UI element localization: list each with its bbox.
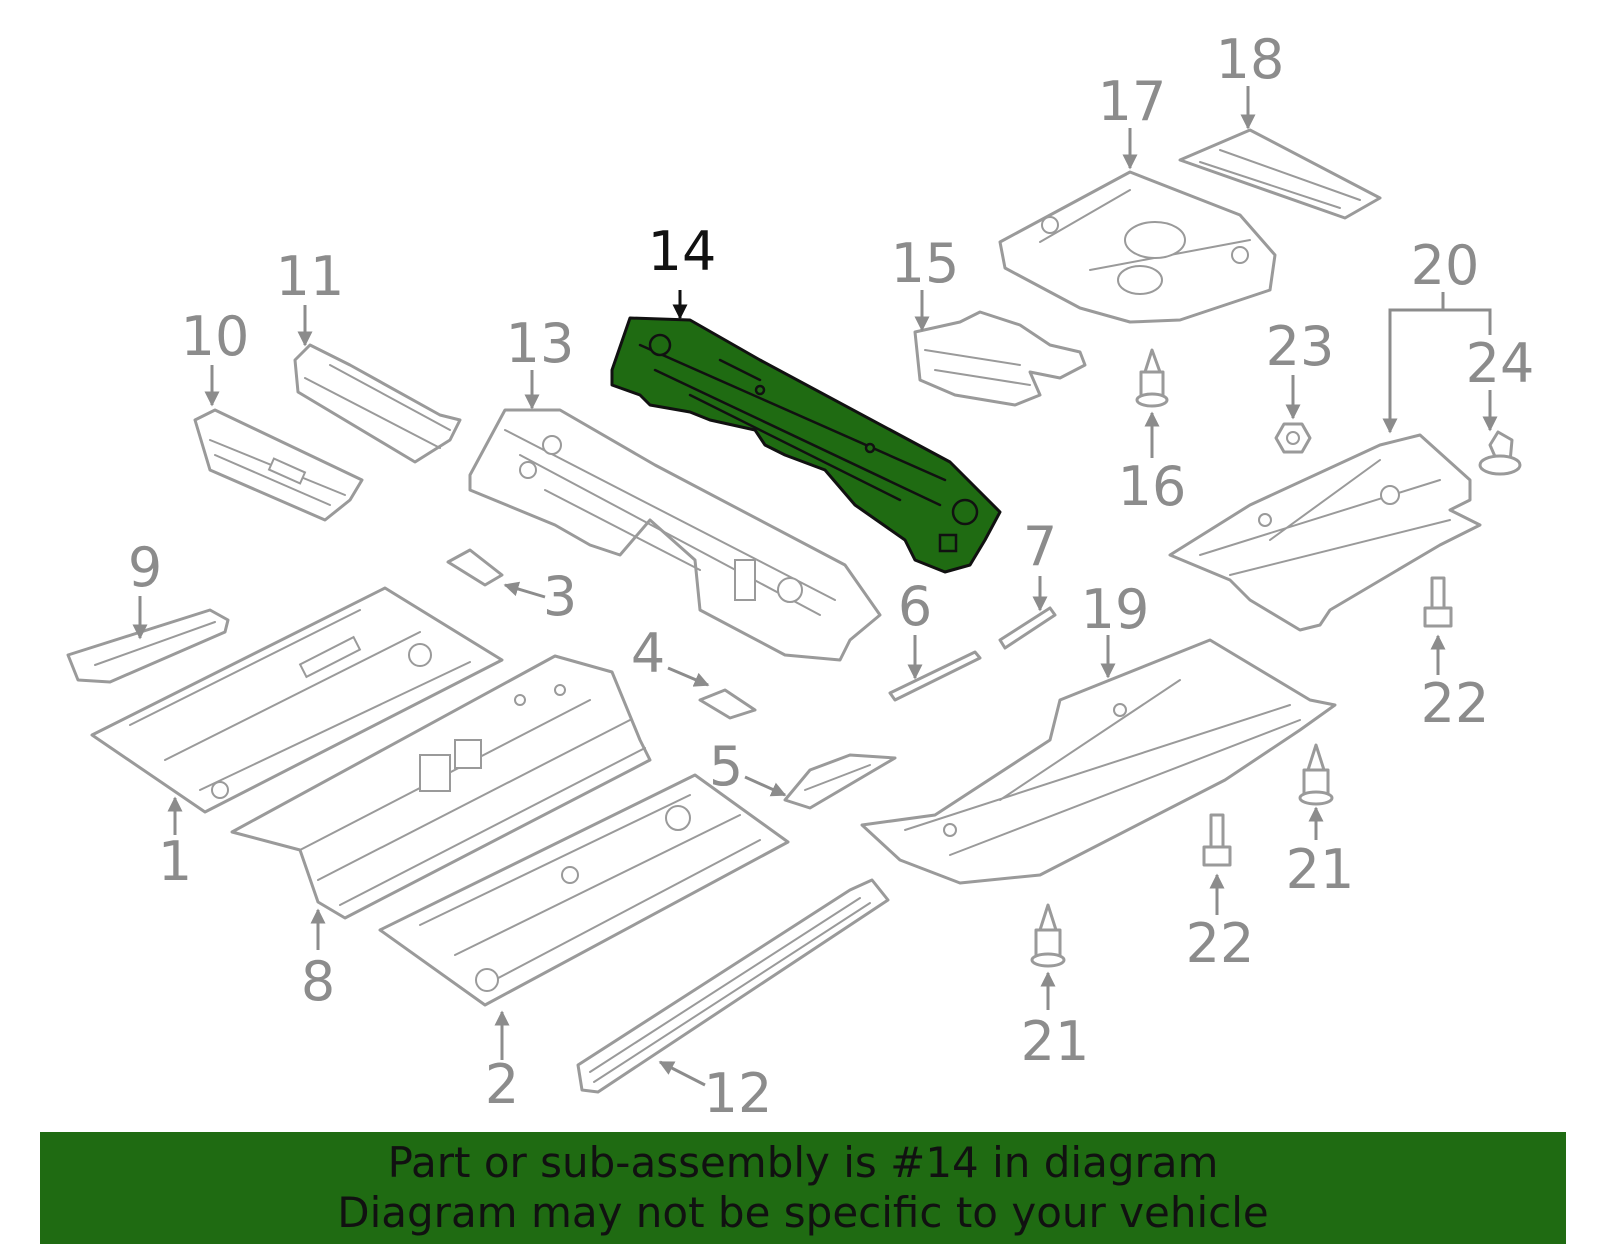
part-15-panel [913, 310, 1087, 407]
part-4-bracket [698, 688, 757, 720]
part-22-bolt-center [1202, 813, 1232, 867]
callout-21-lower: 21 [1021, 1010, 1090, 1073]
part-18-crossmember [1178, 128, 1382, 220]
leader-lines [132, 86, 1498, 1087]
part-7-reinforcement [998, 606, 1057, 650]
part-5-bracket [783, 753, 897, 810]
part-11-crossmember [293, 343, 462, 464]
callout-17: 17 [1098, 70, 1167, 133]
part-21-clip-lower [1030, 903, 1066, 968]
callout-20: 20 [1411, 234, 1480, 297]
banner-line-disclaimer: Diagram may not be specific to your vehi… [337, 1188, 1269, 1237]
callout-6: 6 [898, 575, 932, 638]
part-2-front-floor-pan-right [378, 773, 790, 1007]
part-24-push-clip [1478, 430, 1522, 476]
callout-10: 10 [181, 305, 250, 368]
callout-21-right: 21 [1286, 838, 1355, 901]
part-23-nut [1274, 422, 1312, 454]
part-1-front-floor-pan [90, 586, 504, 814]
banner-line-part-number: Part or sub-assembly is #14 in diagram [387, 1138, 1219, 1187]
part-8-floor-tunnel [230, 654, 652, 920]
callout-24: 24 [1466, 332, 1535, 395]
callout-23: 23 [1266, 315, 1335, 378]
callout-4: 4 [631, 622, 665, 685]
part-3-bracket [446, 548, 504, 587]
callout-12: 12 [704, 1062, 773, 1125]
part-22-bolt-right [1423, 576, 1453, 628]
part-17-rear-floor-pan [998, 170, 1277, 324]
callout-22-center: 22 [1186, 912, 1255, 975]
callout-11: 11 [276, 245, 345, 308]
callout-22-right: 22 [1421, 672, 1490, 735]
part-14-dash-crossmember [610, 316, 1002, 574]
callout-1: 1 [158, 830, 192, 893]
callout-7: 7 [1023, 515, 1057, 578]
callout-2: 2 [485, 1053, 519, 1116]
part-20-rear-under-cover [1168, 433, 1482, 632]
callout-15: 15 [891, 232, 960, 295]
info-banner: Part or sub-assembly is #14 in diagram D… [40, 1132, 1566, 1244]
callout-9: 9 [128, 536, 162, 599]
callout-14: 14 [648, 220, 717, 283]
callout-18: 18 [1216, 28, 1285, 91]
callout-5: 5 [709, 735, 743, 798]
callout-8: 8 [301, 950, 335, 1013]
callout-3: 3 [543, 565, 577, 628]
callout-labels: 1 2 3 4 5 6 7 8 9 10 11 12 13 14 15 16 1… [128, 28, 1535, 1125]
part-9-bracket [66, 608, 230, 684]
part-16-clip [1135, 348, 1169, 408]
part-21-clip-right [1298, 743, 1334, 806]
parts-diagram: 1 2 3 4 5 6 7 8 9 10 11 12 13 14 15 16 1… [66, 28, 1535, 1125]
callout-16: 16 [1118, 455, 1187, 518]
part-10-crossmember [193, 408, 364, 522]
callout-13: 13 [506, 312, 575, 375]
callout-19: 19 [1081, 578, 1150, 641]
part-13-crossmember [468, 408, 882, 662]
part-19-under-cover [860, 638, 1337, 885]
part-6-reinforcement [888, 650, 982, 702]
part-12-sill-reinforcement [576, 878, 890, 1094]
